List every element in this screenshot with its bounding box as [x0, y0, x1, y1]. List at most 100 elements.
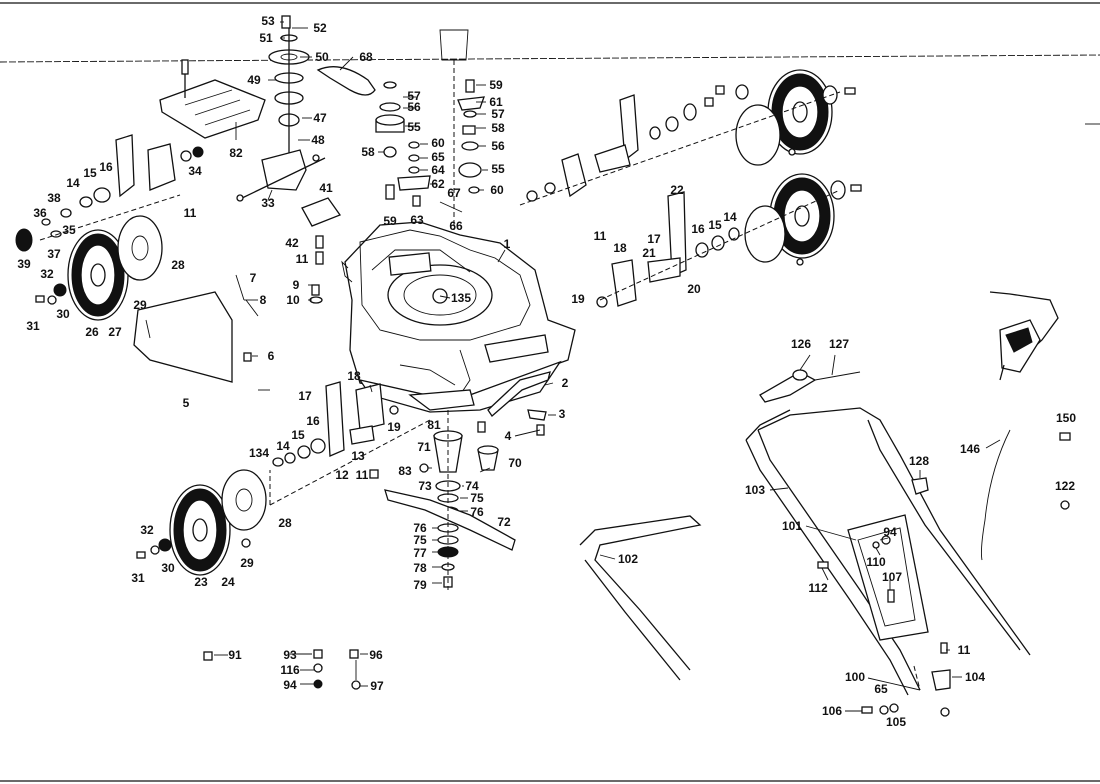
callout-65-handle[interactable]: 65: [874, 682, 888, 696]
callout-9[interactable]: 9: [292, 278, 300, 292]
callout-60-right[interactable]: 60: [490, 183, 504, 197]
callout-107[interactable]: 107: [881, 570, 903, 584]
callout-13[interactable]: 13: [351, 449, 365, 463]
callout-11-left[interactable]: 11: [183, 206, 197, 220]
callout-37[interactable]: 37: [47, 247, 61, 261]
callout-7[interactable]: 7: [249, 271, 257, 285]
callout-116[interactable]: 116: [280, 663, 300, 677]
callout-134[interactable]: 134: [248, 446, 270, 460]
callout-59-right[interactable]: 59: [489, 78, 503, 92]
callout-93[interactable]: 93: [283, 648, 297, 662]
callout-16-bottom[interactable]: 16: [306, 414, 320, 428]
callout-128[interactable]: 128: [908, 454, 930, 468]
callout-82[interactable]: 82: [229, 146, 243, 160]
callout-57-right[interactable]: 57: [491, 107, 505, 121]
callout-10[interactable]: 10: [286, 293, 300, 307]
callout-16-right[interactable]: 16: [691, 222, 705, 236]
callout-8[interactable]: 8: [259, 293, 267, 307]
callout-3[interactable]: 3: [558, 407, 566, 421]
callout-24[interactable]: 24: [221, 575, 235, 589]
callout-76-left[interactable]: 76: [413, 521, 427, 535]
callout-11-top[interactable]: 11: [295, 252, 309, 266]
callout-96[interactable]: 96: [369, 648, 383, 662]
callout-31-top[interactable]: 31: [26, 319, 40, 333]
callout-76-right[interactable]: 76: [470, 505, 484, 519]
callout-78[interactable]: 78: [413, 561, 427, 575]
callout-11-handle[interactable]: 11: [957, 643, 971, 657]
callout-51[interactable]: 51: [259, 31, 273, 45]
callout-150[interactable]: 150: [1055, 411, 1077, 425]
callout-79[interactable]: 79: [413, 578, 427, 592]
callout-135[interactable]: 135: [450, 291, 472, 305]
callout-103[interactable]: 103: [744, 483, 766, 497]
callout-21[interactable]: 21: [642, 246, 656, 260]
callout-27[interactable]: 27: [108, 325, 122, 339]
callout-28-bottom[interactable]: 28: [278, 516, 292, 530]
callout-32-bottom[interactable]: 32: [140, 523, 154, 537]
callout-146[interactable]: 146: [959, 442, 981, 456]
callout-19-bottom[interactable]: 19: [387, 420, 401, 434]
callout-41[interactable]: 41: [319, 181, 333, 195]
callout-29-top[interactable]: 29: [133, 298, 147, 312]
callout-14-right[interactable]: 14: [723, 210, 737, 224]
callout-29-bottom[interactable]: 29: [240, 556, 254, 570]
callout-126[interactable]: 126: [790, 337, 812, 351]
callout-16-top[interactable]: 16: [99, 160, 113, 174]
callout-49[interactable]: 49: [247, 73, 261, 87]
callout-72[interactable]: 72: [497, 515, 511, 529]
callout-18-top[interactable]: 18: [613, 241, 627, 255]
callout-52[interactable]: 52: [313, 21, 327, 35]
callout-53[interactable]: 53: [261, 14, 275, 28]
callout-75-left[interactable]: 75: [413, 533, 427, 547]
callout-14-bottom[interactable]: 14: [276, 439, 290, 453]
callout-127[interactable]: 127: [828, 337, 850, 351]
callout-71[interactable]: 71: [417, 440, 431, 454]
callout-48[interactable]: 48: [311, 133, 325, 147]
callout-56-right[interactable]: 56: [491, 139, 505, 153]
callout-30-bottom[interactable]: 30: [161, 561, 175, 575]
callout-31-bottom[interactable]: 31: [131, 571, 145, 585]
callout-102[interactable]: 102: [617, 552, 639, 566]
callout-55-left[interactable]: 55: [407, 120, 421, 134]
callout-100[interactable]: 100: [844, 670, 866, 684]
callout-91[interactable]: 91: [228, 648, 242, 662]
callout-64[interactable]: 64: [431, 163, 445, 177]
callout-33[interactable]: 33: [261, 196, 275, 210]
callout-36[interactable]: 36: [33, 206, 47, 220]
callout-56-left[interactable]: 56: [407, 100, 421, 114]
callout-4[interactable]: 4: [504, 429, 512, 443]
callout-15-bottom[interactable]: 15: [291, 428, 305, 442]
callout-15-top[interactable]: 15: [83, 166, 97, 180]
callout-47[interactable]: 47: [313, 111, 327, 125]
callout-28-top[interactable]: 28: [171, 258, 185, 272]
callout-70[interactable]: 70: [508, 456, 522, 470]
callout-60-top[interactable]: 60: [431, 136, 445, 150]
callout-17-top[interactable]: 17: [647, 232, 661, 246]
callout-77[interactable]: 77: [413, 546, 427, 560]
callout-19-right[interactable]: 19: [571, 292, 585, 306]
callout-58-left[interactable]: 58: [361, 145, 375, 159]
callout-20[interactable]: 20: [687, 282, 701, 296]
callout-94-bottom[interactable]: 94: [283, 678, 297, 692]
callout-18-bottom[interactable]: 18: [347, 369, 361, 383]
callout-97[interactable]: 97: [370, 679, 384, 693]
callout-112[interactable]: 112: [808, 581, 828, 595]
callout-50[interactable]: 50: [315, 50, 329, 64]
callout-101[interactable]: 101: [781, 519, 803, 533]
callout-73[interactable]: 73: [418, 479, 432, 493]
callout-14-top[interactable]: 14: [66, 176, 80, 190]
callout-30-top[interactable]: 30: [56, 307, 70, 321]
callout-11-bottom[interactable]: 11: [355, 468, 369, 482]
callout-74[interactable]: 74: [465, 479, 479, 493]
callout-42[interactable]: 42: [285, 236, 299, 250]
callout-35[interactable]: 35: [62, 223, 76, 237]
callout-5[interactable]: 5: [182, 396, 190, 410]
callout-63[interactable]: 63: [410, 213, 424, 227]
callout-38[interactable]: 38: [47, 191, 61, 205]
callout-83[interactable]: 83: [398, 464, 412, 478]
callout-23[interactable]: 23: [194, 575, 208, 589]
callout-94-handle[interactable]: 94: [883, 525, 897, 539]
callout-55-right[interactable]: 55: [491, 162, 505, 176]
callout-62[interactable]: 62: [431, 177, 445, 191]
callout-34[interactable]: 34: [188, 164, 202, 178]
